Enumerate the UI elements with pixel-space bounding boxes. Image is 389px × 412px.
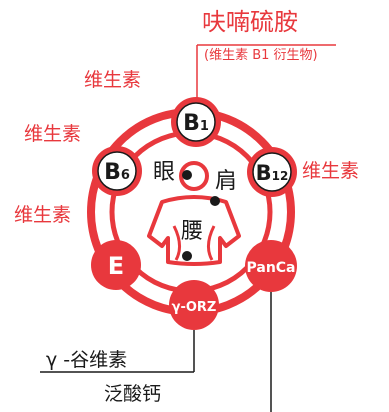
header-title: 呋喃硫胺 [202, 8, 298, 36]
caption-pantothenate: 泛酸钙 [104, 383, 161, 405]
figure-head [179, 161, 209, 191]
label-shoulder: 肩 [215, 169, 237, 194]
header-subtitle: (维生素 B1 衍生物) [204, 48, 318, 63]
node-orz-text: γ-ORZ [172, 300, 217, 315]
figure-left-arm [172, 225, 181, 261]
node-b6-text: B6 [104, 160, 130, 185]
figure-right-arm [207, 225, 216, 261]
label-vitamin-e: 维生素 [14, 204, 71, 226]
node-b12-inner [252, 152, 292, 192]
node-b6-inner [97, 151, 137, 191]
node-panca: PanCa [245, 240, 297, 292]
label-vitamin-b12: 维生素 [302, 160, 359, 182]
node-orz-circle [169, 280, 219, 330]
node-e-circle [91, 240, 141, 290]
node-e-text: E [108, 252, 124, 280]
node-e: E [91, 240, 141, 290]
human-body-icon [147, 161, 241, 266]
marker-waist [182, 251, 192, 261]
label-waist: 腰 [181, 219, 203, 244]
node-b1-inner [176, 102, 216, 142]
node-panca-text: PanCa [246, 260, 295, 276]
node-b1-text: B1 [183, 111, 209, 136]
figure-torso [147, 195, 241, 266]
caption-oryzanol: γ -谷维素 [46, 349, 127, 371]
node-b12-text: B12 [256, 161, 289, 185]
node-orz: γ-ORZ [169, 280, 219, 330]
node-panca-circle [245, 240, 297, 292]
node-b6: B6 [92, 146, 142, 196]
node-b1: B1 [171, 97, 221, 147]
marker-shoulder [210, 196, 220, 206]
label-vitamin-b6: 维生素 [24, 123, 81, 145]
label-vitamin-b1: 维生素 [84, 69, 141, 91]
marker-eye [182, 170, 192, 180]
node-b12: B12 [247, 147, 297, 197]
label-eye: 眼 [153, 160, 175, 185]
